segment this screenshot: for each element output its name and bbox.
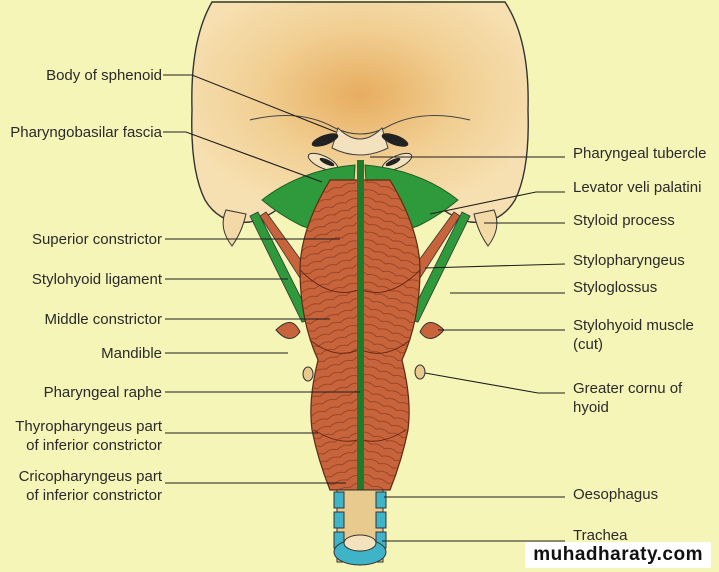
oesophagus-trachea	[333, 489, 387, 566]
label-thyropharyngeus-line1: Thyropharyngeus part	[15, 418, 163, 435]
watermark-logo: muhadharaty.com	[525, 542, 711, 568]
label-stylohyoid-ligament: Stylohyoid ligament	[32, 271, 163, 288]
right-labels: Pharyngeal tubercle Levator veli palatin…	[573, 145, 706, 544]
pharyngeal-raphe-line	[357, 160, 364, 515]
label-pharyngeal-tubercle: Pharyngeal tubercle	[573, 145, 706, 162]
label-body-of-sphenoid: Body of sphenoid	[46, 67, 162, 84]
label-greater-cornu-line2: hyoid	[573, 399, 609, 416]
label-styloglossus: Styloglossus	[573, 279, 657, 296]
label-pharyngobasilar-fascia: Pharyngobasilar fascia	[10, 124, 162, 141]
label-stylohyoid-muscle-line2: (cut)	[573, 336, 603, 353]
label-levator-veli-palatini: Levator veli palatini	[573, 179, 701, 196]
label-greater-cornu-line1: Greater cornu of	[573, 380, 683, 397]
label-cricopharyngeus-line1: Cricopharyngeus part	[19, 468, 163, 485]
left-labels: Body of sphenoid Pharyngobasilar fascia …	[10, 67, 163, 504]
label-styloid-process: Styloid process	[573, 212, 675, 229]
label-cricopharyngeus-line2: of inferior constrictor	[26, 487, 162, 504]
label-superior-constrictor: Superior constrictor	[32, 231, 162, 248]
label-middle-constrictor: Middle constrictor	[44, 311, 162, 328]
label-oesophagus: Oesophagus	[573, 486, 658, 503]
label-thyropharyngeus-line2: of inferior constrictor	[26, 437, 162, 454]
skull-base	[191, 1, 529, 247]
label-pharyngeal-raphe: Pharyngeal raphe	[44, 384, 162, 401]
label-mandible: Mandible	[101, 345, 162, 362]
label-trachea: Trachea	[573, 527, 628, 544]
label-stylohyoid-muscle-line1: Stylohyoid muscle	[573, 317, 694, 334]
label-stylopharyngeus: Stylopharyngeus	[573, 252, 685, 269]
leader-lines	[163, 74, 566, 542]
